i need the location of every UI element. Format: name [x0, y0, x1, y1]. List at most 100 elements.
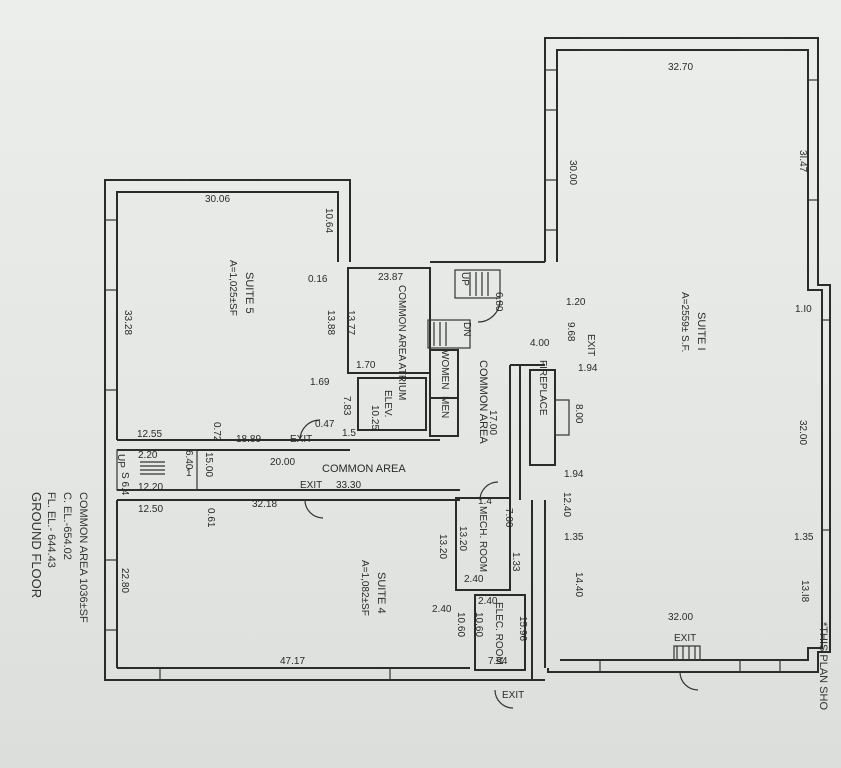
svg-text:1: 1	[186, 468, 192, 479]
svg-text:13.88: 13.88	[325, 310, 336, 335]
suite5-outline	[104, 179, 545, 681]
note-disclaimer: *THIS PLAN SHO	[817, 622, 829, 710]
svg-text:15.00: 15.00	[203, 452, 214, 477]
svg-text:1.20: 1.20	[566, 297, 586, 308]
svg-text:0.47: 0.47	[315, 419, 335, 430]
suite1-area: A=2559± S.F.	[679, 292, 690, 352]
dim-suite1-top: 32.70	[668, 62, 693, 73]
svg-text:1.94: 1.94	[578, 363, 598, 374]
svg-text:13.I8: 13.I8	[799, 580, 810, 603]
suite1-windows	[545, 37, 830, 672]
womens-label: WOMEN	[439, 350, 450, 389]
mech-room	[455, 497, 511, 591]
door-exit-suite1	[679, 671, 699, 691]
svg-text:32.00: 32.00	[668, 612, 693, 623]
svg-text:UP: UP	[459, 272, 470, 286]
elec-room-label: ELEC. ROOM	[493, 602, 504, 665]
svg-text:3I.47: 3I.47	[797, 150, 808, 173]
svg-text:0.61: 0.61	[205, 508, 216, 528]
svg-text:1.5: 1.5	[342, 428, 356, 439]
elev-label: ELEV.	[382, 390, 393, 417]
svg-text:0.72: 0.72	[211, 422, 222, 442]
svg-text:33.28: 33.28	[122, 310, 133, 335]
svg-text:10.64: 10.64	[323, 208, 334, 233]
suite5-name: SUITE 5	[243, 272, 255, 314]
svg-text:1.70: 1.70	[356, 360, 376, 371]
exit-west: EXIT	[290, 434, 312, 445]
exit-suite1: EXIT	[674, 633, 696, 644]
svg-text:1.33: 1.33	[510, 552, 521, 572]
suite5-area: A=1,025±SF	[227, 260, 238, 316]
svg-text:23.87: 23.87	[378, 272, 403, 283]
svg-text:13.20: 13.20	[437, 534, 448, 559]
svg-text:12.40: 12.40	[561, 492, 572, 517]
svg-text:S 6.4: S 6.4	[119, 472, 130, 496]
suite1-name: SUITE I	[695, 312, 707, 351]
stair-down	[427, 319, 471, 349]
svg-text:14.40: 14.40	[573, 572, 584, 597]
stair-up	[454, 269, 501, 299]
svg-text:32.18: 32.18	[252, 499, 277, 510]
svg-text:DN: DN	[461, 322, 472, 336]
svg-text:7.94: 7.94	[488, 656, 508, 667]
svg-text:12.20: 12.20	[138, 482, 163, 493]
svg-text:33.30: 33.30	[336, 480, 361, 491]
svg-text:47.17: 47.17	[280, 656, 305, 667]
note-floor-elevation: FL. EL.- 644.43	[45, 492, 57, 568]
svg-text:30.00: 30.00	[567, 160, 578, 185]
svg-text:20.00: 20.00	[270, 457, 295, 468]
svg-text:1.69: 1.69	[310, 377, 330, 388]
svg-text:10.60: 10.60	[473, 612, 484, 637]
svg-text:6.40: 6.40	[183, 450, 194, 470]
svg-text:4.00: 4.00	[530, 338, 550, 349]
note-title: GROUND FLOOR	[29, 492, 44, 598]
suite4-area: A=1,082±SF	[359, 560, 370, 616]
atrium-label: COMMON AREA ATRIUM	[396, 285, 407, 400]
svg-text:EXIT: EXIT	[585, 334, 596, 356]
svg-text:10.25: 10.25	[369, 405, 380, 430]
exit-south: EXIT	[502, 690, 524, 701]
svg-text:2.40: 2.40	[464, 574, 484, 585]
svg-text:8.00: 8.00	[573, 404, 584, 424]
note-ceiling-elevation: C. EL.-654.02	[61, 492, 73, 560]
elevator	[357, 377, 427, 431]
svg-text:13.77: 13.77	[345, 310, 356, 335]
atrium-room	[347, 267, 431, 374]
svg-text:9.68: 9.68	[565, 322, 576, 342]
svg-text:32.00: 32.00	[797, 420, 808, 445]
mens-restroom	[429, 397, 459, 437]
svg-text:1.I0: 1.I0	[795, 304, 812, 315]
svg-text:1.35: 1.35	[794, 532, 814, 543]
svg-text:UP: UP	[115, 454, 126, 468]
svg-text:EXIT: EXIT	[300, 480, 322, 491]
common-area-center: COMMON AREA	[477, 360, 489, 444]
suite4-name: SUITE 4	[375, 572, 387, 614]
svg-text:7.83: 7.83	[341, 396, 352, 416]
svg-text:7.00: 7.00	[503, 508, 514, 528]
svg-text:2.40: 2.40	[432, 604, 452, 615]
mens-label: MEN	[439, 396, 450, 418]
svg-text:13.20: 13.20	[457, 526, 468, 551]
svg-text:10.60: 10.60	[455, 612, 466, 637]
fireplace-label: FIREPLACE	[537, 360, 548, 416]
common-area-hall: COMMON AREA	[322, 463, 406, 475]
svg-text:1.94: 1.94	[564, 469, 584, 480]
svg-text:12.55: 12.55	[137, 429, 162, 440]
svg-text:15.96: 15.96	[517, 616, 528, 641]
suite1-outline	[544, 37, 831, 673]
small-stair-block	[116, 449, 198, 491]
door-exit-west	[299, 419, 321, 441]
svg-text:2.20: 2.20	[138, 450, 158, 461]
svg-text:1.4: 1.4	[478, 496, 492, 507]
note-common-area: COMMON AREA 1036±SF	[77, 492, 89, 623]
svg-text:6.80: 6.80	[493, 292, 504, 312]
svg-text:22.80: 22.80	[119, 568, 130, 593]
svg-text:30.06: 30.06	[205, 194, 230, 205]
svg-text:1.35: 1.35	[564, 532, 584, 543]
elec-room	[474, 594, 526, 671]
svg-text:0.16: 0.16	[308, 274, 328, 285]
mech-room-label: MECH. ROOM	[477, 506, 488, 572]
svg-text:2.40: 2.40	[478, 596, 498, 607]
